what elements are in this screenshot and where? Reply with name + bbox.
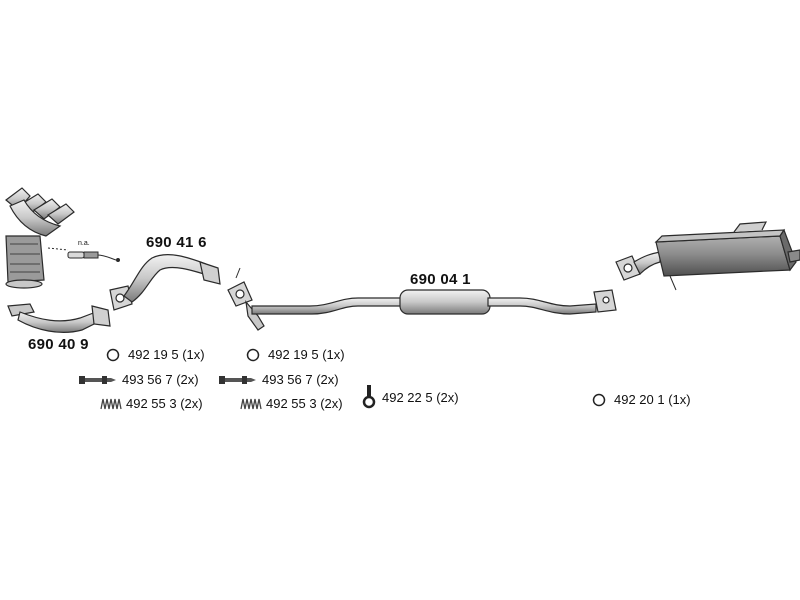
- ring-gasket-icon: [242, 348, 264, 362]
- hardware-item: 492 20 1 (1x): [588, 392, 691, 407]
- hardware-label: 492 55 3 (2x): [126, 396, 203, 411]
- bolt-icon: [78, 373, 118, 387]
- hardware-item: 492 19 5 (1x): [242, 347, 345, 362]
- spring-icon: [240, 397, 262, 411]
- exhaust-manifold: [5, 187, 75, 289]
- hardware-item: 493 56 7 (2x): [78, 372, 199, 387]
- downpipe: [7, 303, 111, 333]
- hanger-icon: [360, 384, 378, 410]
- bolt-icon: [218, 373, 258, 387]
- hardware-label: 492 22 5 (2x): [382, 389, 459, 405]
- sensor-note: n.a.: [78, 240, 90, 247]
- front-pipe: [109, 254, 221, 311]
- spring-icon: [100, 397, 122, 411]
- rear-silencer: [615, 221, 800, 291]
- hardware-item: 492 55 3 (2x): [240, 396, 343, 411]
- hardware-label: 493 56 7 (2x): [122, 372, 199, 387]
- flex-joint: [227, 267, 265, 331]
- ring-gasket-icon: [102, 348, 124, 362]
- hardware-label: 492 20 1 (1x): [614, 392, 691, 407]
- hardware-label: 493 56 7 (2x): [262, 372, 339, 387]
- hardware-item: 493 56 7 (2x): [218, 372, 339, 387]
- part-number-front-pipe: 690 41 6: [146, 234, 207, 251]
- hardware-label: 492 19 5 (1x): [268, 347, 345, 362]
- hardware-item: 492 19 5 (1x): [102, 347, 205, 362]
- hardware-label: 492 19 5 (1x): [128, 347, 205, 362]
- hardware-item: 492 55 3 (2x): [100, 396, 203, 411]
- part-number-manifold: 690 40 9: [28, 336, 89, 353]
- hardware-item: 492 22 5 (2x): [360, 384, 459, 410]
- part-number-middle-silencer: 690 04 1: [410, 271, 471, 288]
- middle-silencer-pipe: [251, 289, 617, 315]
- hardware-label: 492 55 3 (2x): [266, 396, 343, 411]
- ring-gasket-icon: [588, 393, 610, 407]
- lambda-sensor: [47, 247, 120, 262]
